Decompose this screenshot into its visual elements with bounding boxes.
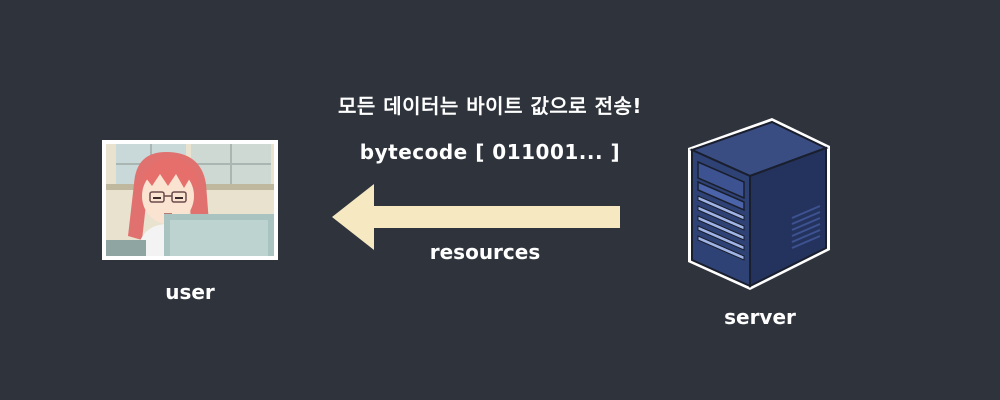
user-label: user (165, 280, 215, 304)
server-label: server (724, 305, 796, 329)
bytecode-text: bytecode [ 011001... ] (359, 140, 621, 164)
left-arrow-icon (332, 184, 620, 250)
server-icon (688, 118, 830, 290)
resources-label: resources (429, 240, 541, 264)
headline-text: 모든 데이터는 바이트 값으로 전송! (337, 94, 643, 118)
user-avatar-image (102, 140, 278, 260)
